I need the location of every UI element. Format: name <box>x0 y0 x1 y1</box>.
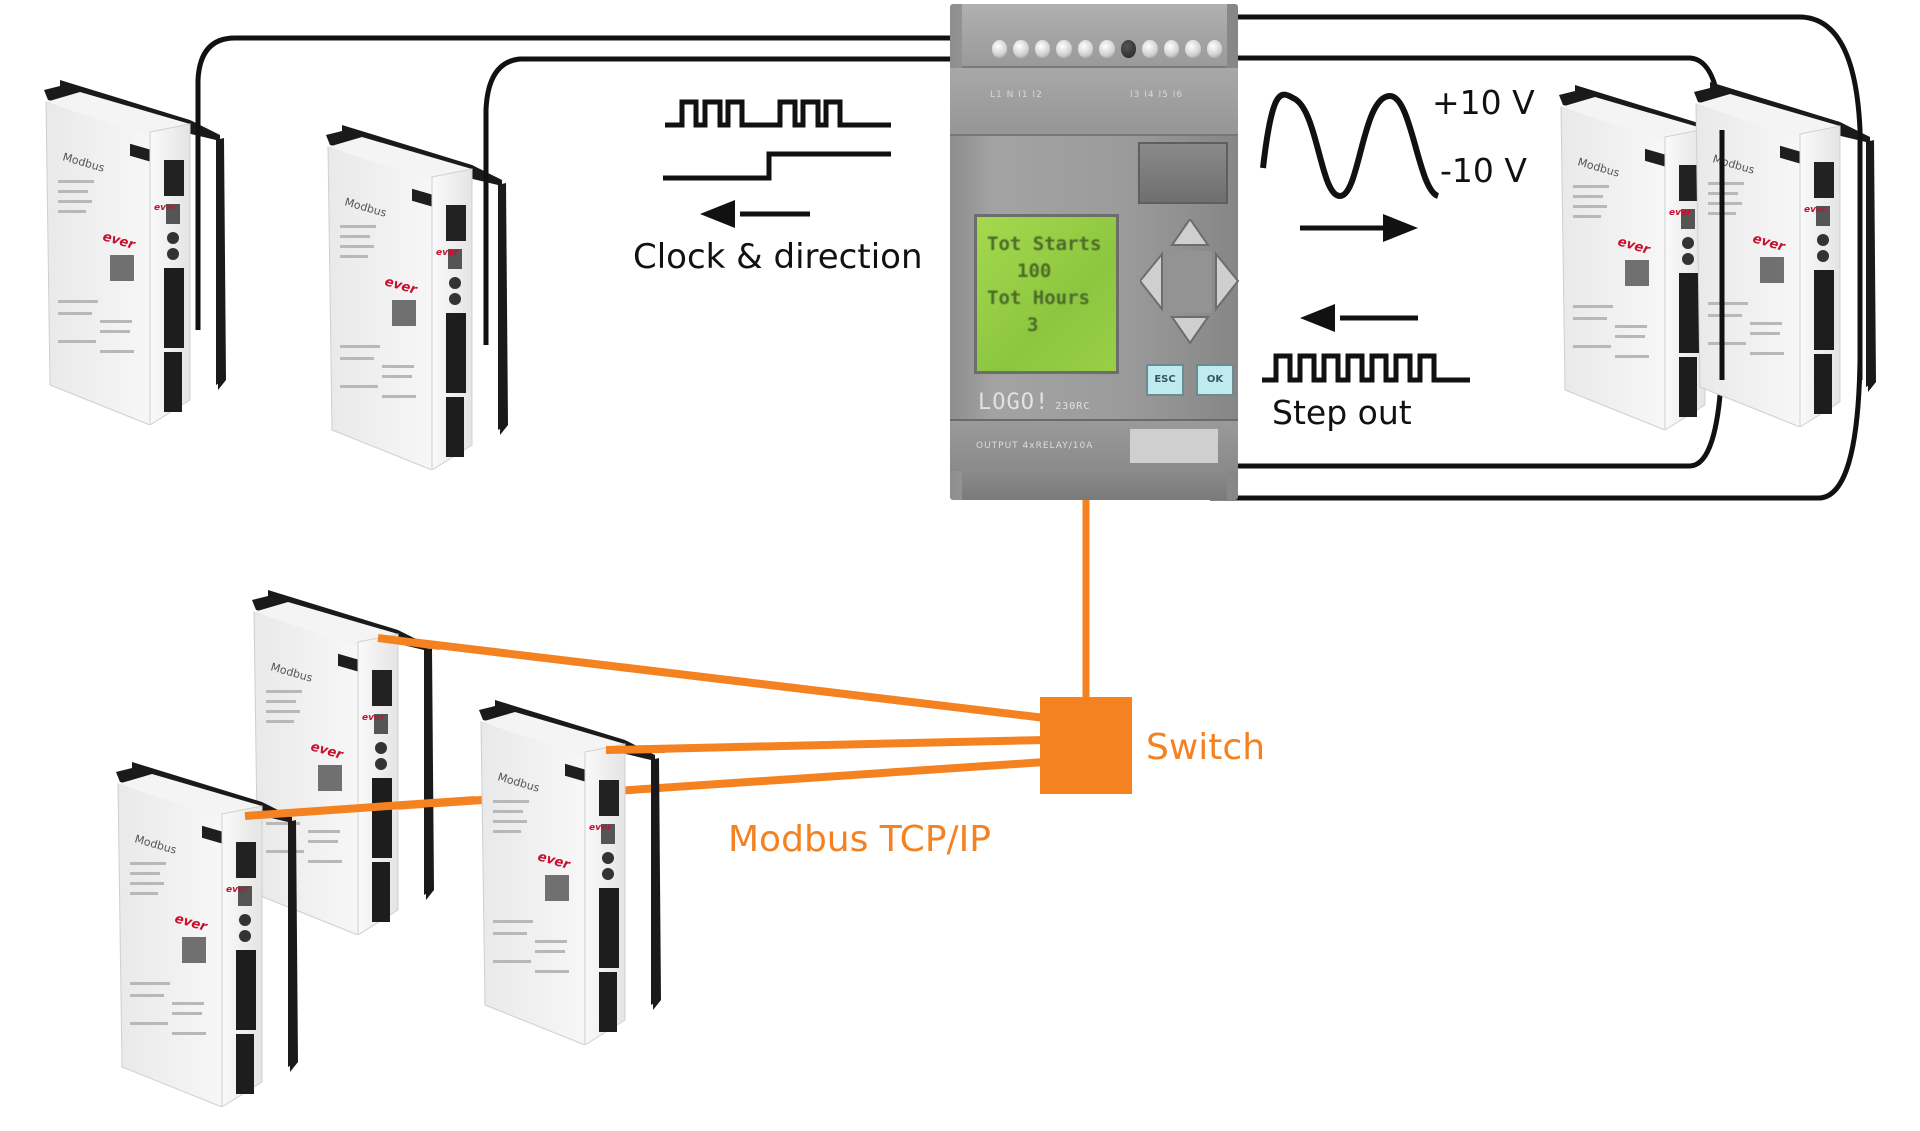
plc-module-slot <box>1138 142 1228 204</box>
plc-dpad[interactable] <box>1138 217 1240 349</box>
plc-output-band: OUTPUT 4xRELAY/10A <box>950 419 1238 471</box>
lcd-line: 3 <box>1027 314 1039 336</box>
network-switch <box>1040 697 1132 794</box>
clock-waveform <box>665 99 891 128</box>
dpad-right-icon[interactable] <box>1215 251 1240 312</box>
step-out-waveform <box>1262 353 1470 383</box>
plc-band-text-right: I3 I4 I5 I6 <box>1130 90 1184 100</box>
modbus-tcpip-label: Modbus TCP/IP <box>728 819 991 860</box>
ethernet-drive-5 <box>377 634 1046 722</box>
plc-input-label-band: L1 N I1 I2 I3 I4 I5 I6 <box>950 68 1238 136</box>
switch-label: Switch <box>1146 727 1266 768</box>
lcd-line: 100 <box>1017 260 1052 282</box>
arrow-left-clock-icon <box>700 200 810 228</box>
plc-brand-text: LOGO! <box>978 390 1050 415</box>
plc-model-text: 230RC <box>1055 401 1091 412</box>
dpad-left-icon[interactable] <box>1138 251 1163 312</box>
wire-drive-1 <box>195 35 952 330</box>
plus-10v-label: +10 V <box>1432 83 1535 122</box>
plc-esc-button[interactable]: ESC <box>1146 364 1184 396</box>
plc-label-plate <box>1130 429 1218 463</box>
plc-logo-unit: L1 N I1 I2 I3 I4 I5 I6 Tot Starts 100 To… <box>950 4 1240 500</box>
step-out-label: Step out <box>1272 393 1412 432</box>
plc-input-terminals <box>962 4 1227 68</box>
servo-drive-2 <box>325 125 509 470</box>
plc-output-terminals <box>962 469 1227 500</box>
plc-lcd-display: Tot Starts 100 Tot Hours 3 <box>974 214 1119 374</box>
plc-output-text: OUTPUT 4xRELAY/10A <box>976 441 1094 451</box>
clock-direction-label: Clock & direction <box>633 237 923 277</box>
arrow-right-analog-icon <box>1300 214 1418 242</box>
arrow-left-step-icon <box>1300 304 1418 332</box>
direction-waveform <box>663 151 891 181</box>
plc-band-text-left: L1 N I1 I2 <box>990 90 1043 100</box>
minus-10v-label: -10 V <box>1440 151 1527 190</box>
plc-terminal-screws <box>992 40 1222 62</box>
lcd-line: Tot Hours <box>987 287 1090 309</box>
ethernet-drive-7 <box>605 736 1046 754</box>
dpad-down-icon[interactable] <box>1170 316 1210 345</box>
plc-ok-button[interactable]: OK <box>1196 364 1234 396</box>
dpad-up-icon[interactable] <box>1170 217 1210 246</box>
plc-brand-logo: LOGO! 230RC <box>978 390 1090 415</box>
wire-drive-2 <box>483 56 952 345</box>
analog-sine-waveform <box>1260 91 1440 200</box>
lcd-line: Tot Starts <box>987 233 1102 255</box>
